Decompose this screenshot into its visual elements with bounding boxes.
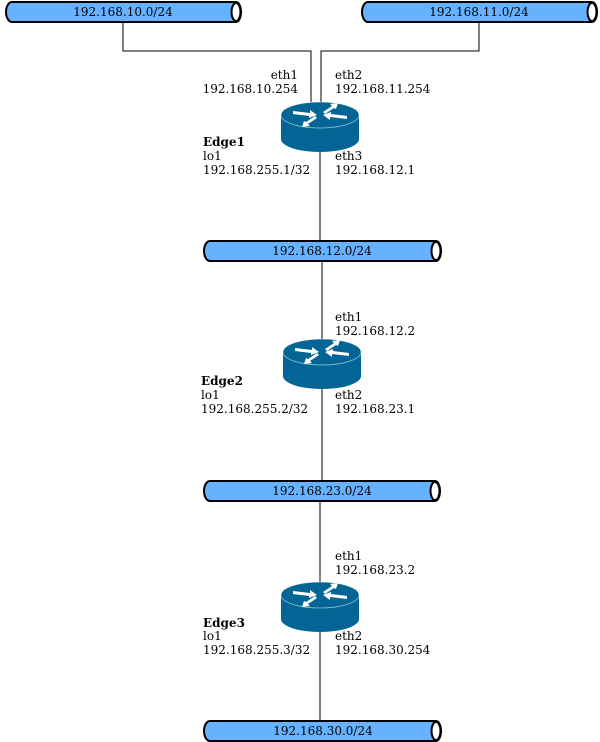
- router-icon: [282, 338, 362, 390]
- loopback-ip: 192.168.255.3/32: [203, 643, 310, 657]
- iface-ip: 192.168.30.254: [335, 643, 431, 657]
- router-edge2: eth1 192.168.12.2 eth2 192.168.23.1 Edge…: [201, 310, 415, 416]
- loopback-label: lo1: [203, 629, 222, 643]
- iface-ip: 192.168.12.1: [335, 163, 415, 177]
- loopback-ip: 192.168.255.2/32: [201, 402, 308, 416]
- network-label: 192.168.23.0/24: [272, 484, 372, 498]
- iface-name: eth2: [335, 629, 362, 643]
- links: [122, 22, 480, 721]
- router-name: Edge3: [203, 616, 245, 630]
- router-icon: [280, 101, 360, 153]
- iface-ip: 192.168.12.2: [335, 324, 415, 338]
- iface-name: eth2: [335, 68, 362, 82]
- iface-ip: 192.168.10.254: [203, 82, 299, 96]
- iface-name: eth2: [335, 388, 362, 402]
- network-label: 192.168.30.0/24: [273, 724, 373, 738]
- network-segment: 192.168.12.0/24: [203, 240, 442, 262]
- iface-ip: 192.168.23.2: [335, 563, 415, 577]
- network-segment: 192.168.11.0/24: [361, 1, 598, 23]
- iface-name: eth1: [271, 68, 298, 82]
- router-name: Edge1: [203, 135, 245, 149]
- iface-name: eth3: [335, 149, 362, 163]
- router-edge3: eth1 192.168.23.2 eth2 192.168.30.254 Ed…: [203, 549, 431, 657]
- network-segment: 192.168.30.0/24: [203, 720, 442, 742]
- router-icon: [280, 581, 360, 633]
- loopback-ip: 192.168.255.1/32: [203, 163, 310, 177]
- iface-ip: 192.168.23.1: [335, 402, 415, 416]
- loopback-label: lo1: [203, 149, 222, 163]
- loopback-label: lo1: [201, 388, 220, 402]
- iface-ip: 192.168.11.254: [335, 82, 431, 96]
- router-name: Edge2: [201, 374, 243, 388]
- network-segment: 192.168.23.0/24: [203, 480, 441, 502]
- network-label: 192.168.10.0/24: [73, 5, 173, 19]
- network-label: 192.168.11.0/24: [429, 5, 529, 19]
- link-edge1-eth2: [320, 22, 480, 102]
- router-edge1: eth1 192.168.10.254 eth2 192.168.11.254 …: [203, 68, 431, 177]
- network-label: 192.168.12.0/24: [272, 244, 372, 258]
- iface-name: eth1: [335, 549, 362, 563]
- iface-name: eth1: [335, 310, 362, 324]
- link-edge1-eth1: [122, 22, 312, 102]
- network-segment: 192.168.10.0/24: [5, 0, 242, 23]
